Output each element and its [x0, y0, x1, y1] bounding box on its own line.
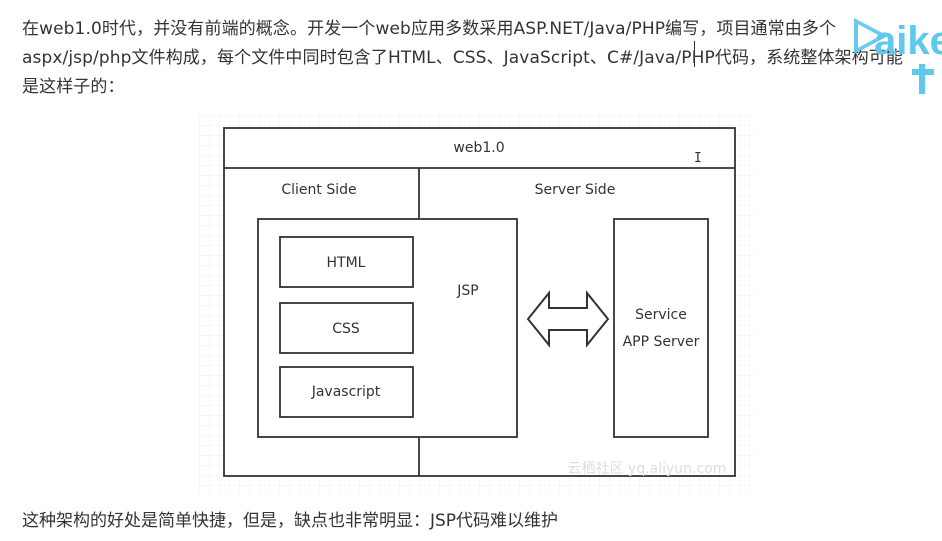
diagram-title: web1.0: [453, 140, 504, 156]
intro-line-2: aspx/jsp/php文件构成，每个文件中同时包含了HTML、CSS、Java…: [22, 48, 903, 68]
javascript-box: [279, 366, 414, 418]
baike-logo-graphic: aike: [854, 18, 942, 94]
intro-paragraph: 在web1.0时代，并没有前端的概念。开发一个web应用多数采用ASP.NET/…: [22, 15, 932, 102]
baike-logo: aike: [848, 8, 942, 94]
architecture-diagram-svg: web1.0 Client Side Server Side JSP HTML …: [199, 115, 754, 493]
app-server-box: [613, 218, 709, 438]
css-label: CSS: [332, 321, 360, 337]
jsp-label: JSP: [456, 283, 478, 299]
bidirectional-arrow-icon: [526, 290, 610, 348]
html-box: [279, 236, 414, 288]
html-label: HTML: [327, 255, 366, 271]
intro-line-3: 是这样子的：: [22, 77, 125, 97]
client-side-label: Client Side: [281, 182, 356, 198]
baike-logo-text: aike: [874, 19, 942, 63]
intro-line-1: 在web1.0时代，并没有前端的概念。开发一个web应用多数采用ASP.NET/…: [22, 19, 837, 39]
javascript-label: Javascript: [311, 384, 381, 400]
service-label: Service: [635, 307, 687, 323]
app-server-label: APP Server: [623, 334, 700, 350]
outro-paragraph: 这种架构的好处是简单快捷，但是，缺点也非常明显：JSP代码难以维护: [22, 511, 559, 531]
text-caret: [694, 41, 695, 67]
watermark-text: 云栖社区 yq.aliyun.com: [568, 461, 727, 477]
ibeam-cursor-icon: I: [694, 151, 702, 166]
css-box: [279, 302, 414, 354]
architecture-diagram: web1.0 Client Side Server Side JSP HTML …: [199, 115, 754, 493]
server-side-label: Server Side: [535, 182, 616, 198]
